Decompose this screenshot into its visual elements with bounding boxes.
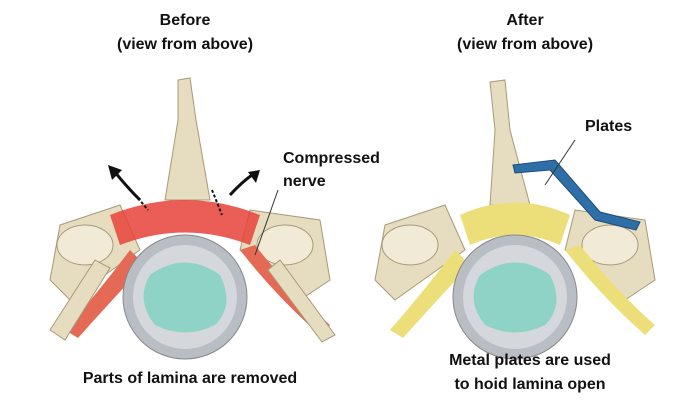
after-vertebra <box>374 79 656 360</box>
right-facet <box>256 224 314 266</box>
nucleus <box>473 262 557 333</box>
arrow-head-left <box>108 165 122 180</box>
after-caption-line1: Metal plates are used <box>449 352 611 369</box>
callout-compressed: Compressed <box>283 150 380 167</box>
right-nerve-root <box>565 245 655 335</box>
removal-arrow-left <box>113 171 142 202</box>
spinous-process <box>164 77 211 201</box>
metal-plate <box>512 159 641 231</box>
removal-arrow-right <box>228 173 253 197</box>
right-facet <box>581 224 639 266</box>
left-facet <box>56 224 114 266</box>
arrow-head-right <box>248 170 260 183</box>
callout-line-nerve <box>254 189 279 256</box>
lamina-inflamed <box>110 200 260 245</box>
callout-line-plates <box>544 139 576 186</box>
before-title: Before <box>159 12 211 29</box>
left-facet <box>381 224 439 266</box>
lamina-normal <box>460 202 570 245</box>
left-nerve-root <box>65 250 145 338</box>
after-title: After <box>506 12 544 29</box>
callout-nerve: nerve <box>283 173 326 190</box>
before-vertebra <box>49 77 336 360</box>
before-subtitle: (view from above) <box>116 36 254 53</box>
left-nerve-root <box>390 250 470 338</box>
callout-plates: Plates <box>585 118 633 135</box>
cut-line-right <box>211 189 223 216</box>
right-pedicle <box>267 259 336 343</box>
left-pedicle <box>49 259 111 341</box>
after-subtitle: (view from above) <box>456 36 594 53</box>
before-caption: Parts of lamina are removed <box>82 370 298 387</box>
cut-line-left <box>137 197 149 211</box>
nucleus <box>143 262 227 333</box>
after-caption-line2: to hoid lamina open <box>454 376 606 393</box>
spinous-process <box>489 79 531 206</box>
